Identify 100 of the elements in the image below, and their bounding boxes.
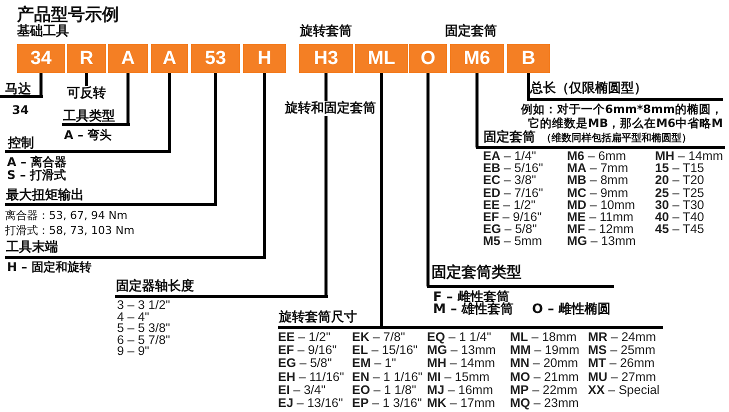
leader-line	[527, 73, 530, 100]
size-code-entry: MN – 20mm	[510, 357, 578, 370]
heading-underline	[5, 240, 266, 259]
code-box	[409, 44, 447, 73]
size-code-entry: EG – 5/8"	[483, 223, 537, 236]
size-code-entry: 40 – T40	[655, 211, 704, 224]
heading-text: 最大扭矩输出	[6, 188, 84, 203]
size-code-entry: EE – 1/2"	[278, 331, 330, 344]
heading-underline	[62, 109, 130, 126]
code-box	[191, 44, 240, 73]
size-code-entry: MT – 26mm	[588, 357, 655, 370]
size-code-entry: 45 – T45	[655, 223, 704, 236]
size-code-entry: MJ – 16mm	[427, 384, 494, 397]
size-code-entry: EF – 9/16"	[278, 344, 337, 358]
size-code-entry: M5 – 5mm	[483, 235, 542, 248]
size-code-entry: EO – 1 1/8"	[352, 384, 416, 397]
size-code-entry: 9 – 9"	[117, 345, 150, 358]
code-box	[243, 44, 286, 73]
option-text: 打滑式：58, 73, 103 Nm	[5, 224, 134, 237]
size-code-entry: MH – 14mm	[655, 150, 724, 163]
option-text: S – 打滑式	[7, 169, 66, 182]
size-code-entry: XX – Special	[588, 384, 660, 397]
size-code-entry: EI – 3/4"	[278, 384, 326, 397]
leader-line	[85, 73, 88, 86]
group-note: 旋转和固定套筒	[285, 101, 376, 116]
option-text: H – 固定和旋转	[7, 261, 92, 274]
heading-underline	[0, 82, 42, 98]
size-code-entry: ED – 7/16"	[483, 186, 544, 200]
size-code-entry: 30 – T30	[655, 198, 704, 212]
size-code-entry: EH – 11/16"	[278, 370, 344, 384]
size-code-entry: EE – 1/2"	[483, 198, 536, 212]
size-code-entry: EL – 15/16"	[352, 344, 418, 358]
size-code-entry: EM – 1"	[352, 357, 396, 370]
option-text: 离合器：53, 67, 94 Nm	[5, 209, 128, 222]
group-heading: 旋转套筒	[300, 24, 352, 39]
heading-text: 总长（仅限椭圆型）	[530, 81, 647, 96]
size-code-entry: EB – 5/16"	[483, 162, 544, 176]
size-code-entry: MF – 12mm	[567, 223, 634, 236]
size-code-entry: MB – 8mm	[567, 174, 628, 188]
heading-underline	[115, 279, 328, 298]
leader-line	[263, 73, 266, 258]
code-box	[299, 44, 353, 73]
code-letters: H	[258, 48, 272, 70]
size-code-entry: ME – 11mm	[567, 211, 634, 224]
example-note: 例如：对于一个6mm*8mm的椭圆，它的维数是MB，那么在M6中省略M	[520, 102, 723, 130]
size-code-entry: 3 – 3 1/2"	[117, 299, 170, 312]
leader-line	[380, 73, 383, 328]
title: 产品型号示例	[17, 4, 119, 25]
size-code-entry: EC – 3/8"	[483, 174, 536, 188]
size-code-entry: MH – 14mm	[427, 357, 496, 370]
heading-underline	[426, 263, 614, 288]
code-box	[507, 44, 550, 73]
size-code-entry: MQ – 23mm	[510, 397, 579, 410]
leader-line	[324, 73, 328, 296]
leader-line	[476, 73, 478, 148]
size-code-entry: EQ – 1 1/4"	[427, 331, 492, 344]
leader-line	[40, 73, 42, 96]
heading-text: 可反转	[67, 86, 106, 101]
parenthetical-note: （维数同样包括扁平型和椭圆型）	[542, 133, 692, 144]
leader-line	[426, 73, 430, 286]
option-text: O – 雌性椭圆	[532, 302, 611, 317]
group-heading: 基础工具	[17, 24, 69, 39]
size-code-entry: 4 – 4"	[117, 310, 150, 324]
size-code-entry: EA – 1/4"	[483, 150, 536, 163]
code-box	[67, 44, 106, 73]
code-letters: M6	[464, 48, 490, 70]
size-code-entry: M6 – 6mm	[567, 150, 626, 163]
option-text: A – 弯头	[64, 129, 112, 142]
size-code-entry: 20 – T20	[655, 174, 704, 188]
code-box	[17, 44, 65, 73]
code-letters: ML	[368, 48, 396, 70]
size-code-entry: 5 – 5 3/8"	[117, 322, 170, 335]
size-code-entry: MO – 21mm	[510, 370, 579, 384]
code-box	[108, 44, 148, 73]
code-letters: A	[121, 48, 135, 70]
code-letters: H3	[314, 48, 338, 70]
size-code-entry: ML – 18mm	[510, 331, 577, 344]
size-code-entry: MK – 17mm	[427, 397, 496, 410]
option-text: A – 离合器	[7, 156, 67, 169]
code-letters: 34	[30, 48, 52, 70]
size-code-entry: 6 – 5 7/8"	[117, 334, 170, 346]
heading-underline	[476, 130, 725, 149]
heading-underline	[527, 81, 723, 101]
size-code-entry: MC – 9mm	[567, 186, 628, 200]
size-code-entry: MG – 13mm	[567, 235, 636, 248]
code-letters: A	[162, 48, 176, 70]
code-letters: B	[522, 48, 536, 70]
size-code-entry: MM – 19mm	[510, 344, 580, 358]
code-letters: O	[420, 48, 436, 70]
size-code-entry: EK – 7/8"	[352, 331, 406, 344]
code-box	[450, 44, 504, 73]
size-code-entry: MI – 15mm	[427, 370, 490, 384]
heading-text: 固定器轴长度	[116, 279, 194, 294]
code-letters: 53	[204, 48, 226, 70]
heading-text: 工具末端	[6, 240, 58, 255]
group-heading: 固定套筒	[445, 24, 497, 39]
heading-underline	[5, 188, 217, 206]
heading-text: 控制	[8, 136, 34, 151]
size-code-entry: EG – 5/8"	[278, 357, 332, 370]
size-code-entry: 25 – T25	[655, 186, 704, 200]
